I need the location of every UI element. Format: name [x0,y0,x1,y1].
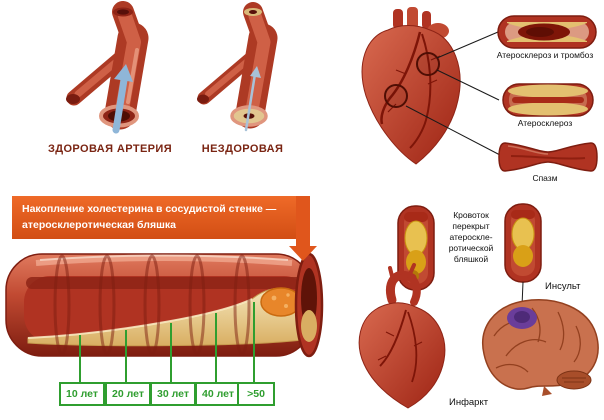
atherosclerosis-capsule [502,83,594,117]
blocked-artery-capsule-right [504,203,542,283]
zoom-circle-icon [416,52,440,76]
timeline-box: 20 лет [105,382,151,406]
unhealthy-artery-label: НЕЗДОРОВАЯ [201,143,284,155]
connector-lines [405,31,501,156]
healthy-artery-illustration [66,1,149,134]
healthy-vs-unhealthy-arteries-illustration [66,1,278,134]
narrow-flow-arrow-icon [244,66,261,132]
infarct-label: Инфаркт [449,397,489,408]
heart-illustration [361,7,461,165]
heart-bottom-illustration [358,258,446,409]
unhealthy-artery-illustration [197,2,278,132]
infarct-stroke-illustration [358,203,599,409]
thrombosis-capsule [497,15,597,49]
timeline-box: 40 лет [195,382,241,406]
timeline-box: 30 лет [150,382,196,406]
blood-flow-arrow-icon [112,64,133,134]
blocked-flow-text: Кровоток перекрыт атероскле- ротической … [448,210,494,265]
spasm-label: Спазм [532,173,558,183]
cholesterol-banner: Накопление холестерина в сосудистой стен… [12,196,308,239]
timeline-box: >50 [237,382,275,406]
spasm-capsule [498,142,598,172]
stroke-label: Инсульт [545,281,581,292]
artery-progression-illustration [5,252,324,390]
timeline-lines [79,302,255,390]
thrombosis-label: Атеросклероз и тромбоз [496,50,594,60]
blocked-artery-capsule-left [397,205,435,291]
brain-illustration [482,299,599,396]
healthy-artery-label: ЗДОРОВАЯ АРТЕРИЯ [47,143,173,155]
banner-arrowhead-icon [289,246,317,261]
banner-arrow-icon [296,196,310,248]
heart-artery-conditions-illustration [361,7,598,172]
zoom-circle-icon [384,84,408,108]
atherosclerosis-label: Атеросклероз [517,118,573,128]
timeline-box: 10 лет [59,382,105,406]
